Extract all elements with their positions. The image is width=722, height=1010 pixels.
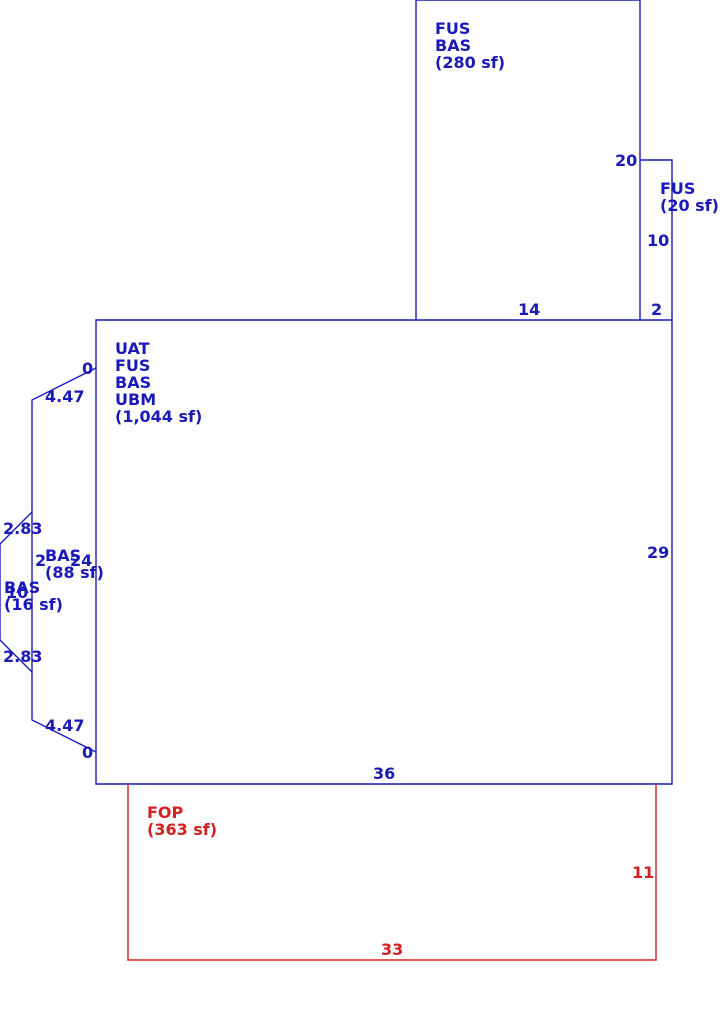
dim-porch-bottom: 33 xyxy=(381,940,403,959)
dim-upper-bottom: 14 xyxy=(518,300,540,319)
upper-area-label: FUS BAS (280 sf) xyxy=(435,19,505,72)
main-area-outline xyxy=(95,319,673,785)
dim-small-right: 10 xyxy=(647,231,669,250)
dim-main-bottom: 36 xyxy=(373,764,395,783)
porch-code-1: FOP xyxy=(147,803,184,822)
main-code-4: UBM xyxy=(115,390,156,409)
dim-bay2-diag-top: 2.83 xyxy=(3,519,42,538)
porch-area-size: (363 sf) xyxy=(147,820,217,839)
main-code-2: FUS xyxy=(115,356,150,375)
dim-bay-depth: 2 xyxy=(35,551,46,570)
bay-code-1: BAS xyxy=(45,546,81,565)
upper-code-2: BAS xyxy=(435,36,471,55)
bay-area-outline xyxy=(31,367,97,753)
dim-bay-diag-bottom: 4.47 xyxy=(45,716,84,735)
small-area-size: (20 sf) xyxy=(660,196,719,215)
bay-area-label: BAS (88 sf) xyxy=(45,546,104,582)
dim-main-right: 29 xyxy=(647,543,669,562)
porch-area-outline xyxy=(127,784,657,961)
main-area-size: (1,044 sf) xyxy=(115,407,202,426)
main-code-1: UAT xyxy=(115,339,150,358)
dim-bay-height: 24 xyxy=(70,551,92,570)
bay-area-size: (88 sf) xyxy=(45,563,104,582)
small-area-label: FUS (20 sf) xyxy=(660,179,719,215)
small-code-1: FUS xyxy=(660,179,695,198)
main-area-label: UAT FUS BAS UBM (1,044 sf) xyxy=(115,339,202,426)
dim-bay2-height: 10 xyxy=(6,583,28,602)
bay2-area-size: (16 sf) xyxy=(4,595,63,614)
dim-bay2-diag-bottom: 2.83 xyxy=(3,647,42,666)
upper-code-1: FUS xyxy=(435,19,470,38)
main-code-3: BAS xyxy=(115,373,151,392)
small-area-outline xyxy=(640,159,673,320)
bay2-area-label: BAS (16 sf) xyxy=(4,578,63,614)
bay2-code-1: BAS xyxy=(4,578,40,597)
dim-bay-diag-top: 4.47 xyxy=(45,387,84,406)
bay2-area-outline xyxy=(0,511,33,673)
dim-small-bottom: 2 xyxy=(651,300,662,319)
dim-bay-zero-bottom: 0 xyxy=(82,743,93,762)
dim-upper-right: 20 xyxy=(615,151,637,170)
upper-area-size: (280 sf) xyxy=(435,53,505,72)
porch-area-label: FOP (363 sf) xyxy=(147,803,217,839)
dim-bay-zero-top: 0 xyxy=(82,359,93,378)
dim-porch-right: 11 xyxy=(632,863,654,882)
